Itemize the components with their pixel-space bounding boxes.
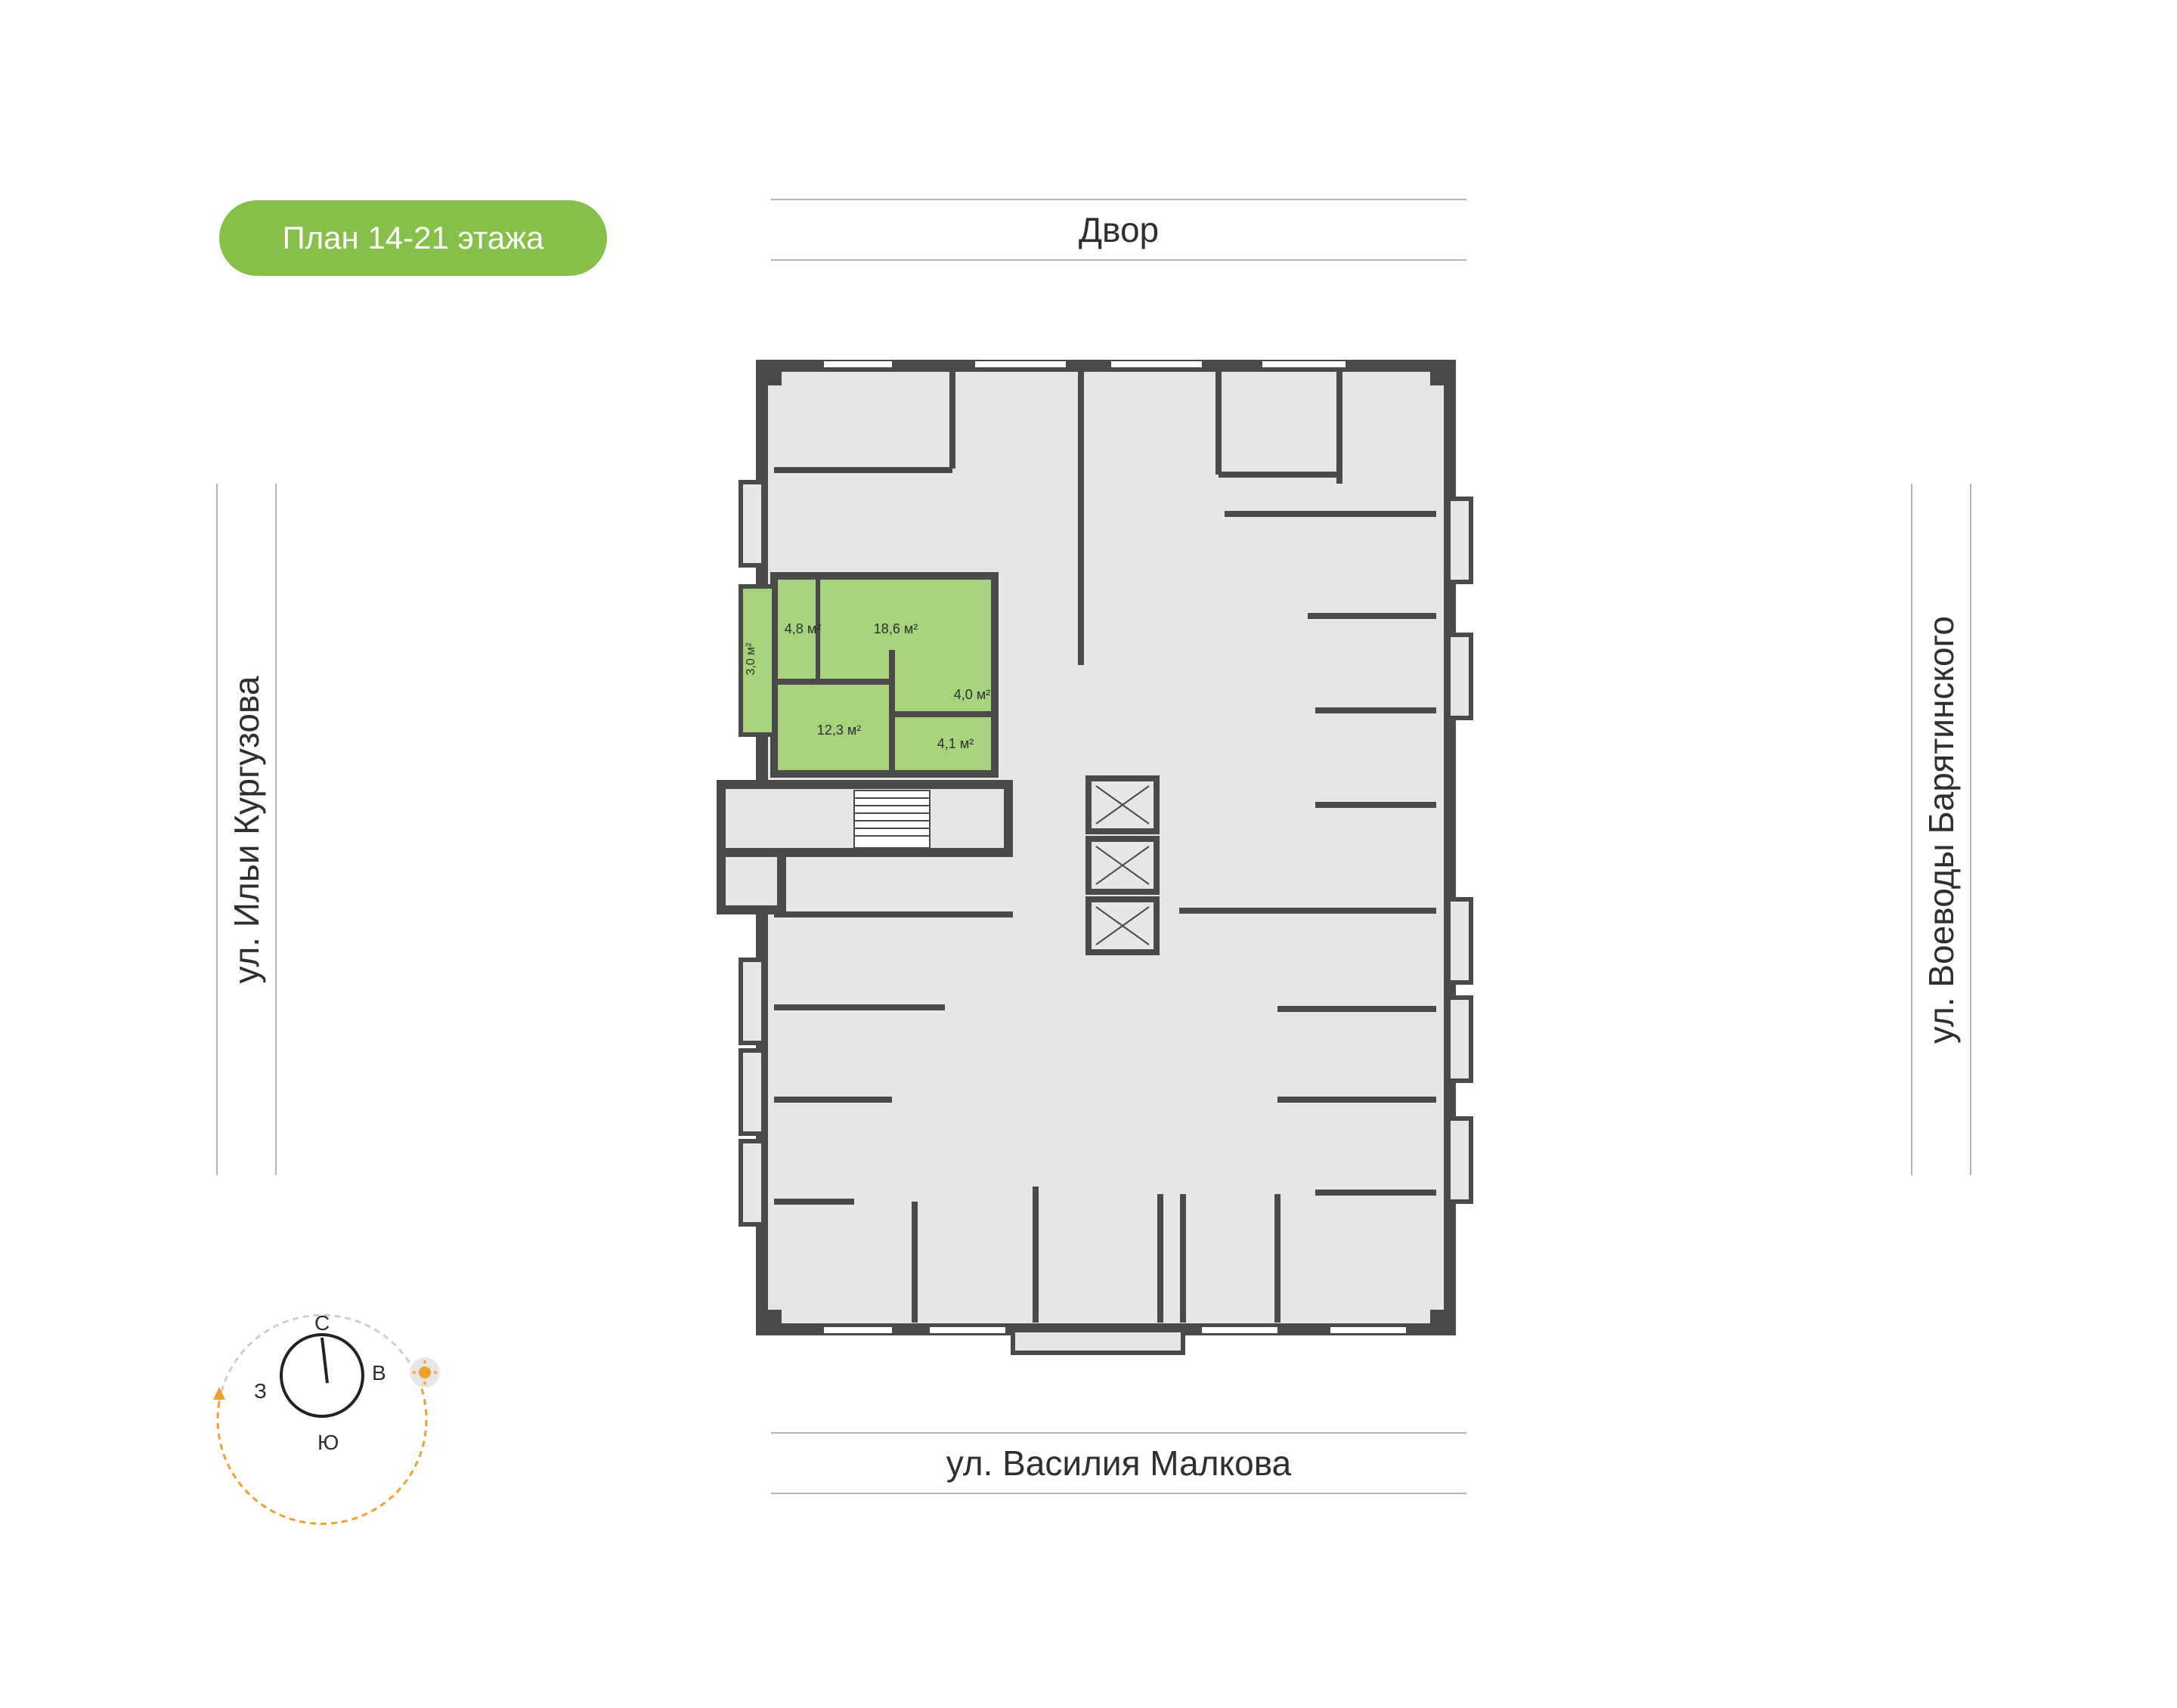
floor-plan-badge: План 14-21 этажа (219, 200, 607, 276)
elevator-cross (1095, 785, 1150, 945)
compass-north: С (314, 1311, 330, 1335)
room-area-label: 4,0 м² (954, 687, 990, 702)
highlighted-balcony (739, 584, 776, 737)
compass-east: В (372, 1361, 386, 1385)
staircase-steps (853, 790, 931, 849)
interior-walls (774, 372, 1436, 1323)
highlighted-apartment (770, 572, 999, 778)
street-top-label: Двор (1078, 210, 1160, 249)
room-area-label: 3,0 м² (745, 642, 757, 676)
top-windows (824, 361, 1346, 367)
street-top-courtyard: Двор (771, 199, 1466, 261)
compass-needle (321, 1337, 329, 1384)
entrance-vestibule (1011, 1328, 1185, 1355)
corner-post (760, 364, 782, 385)
room-area-label: 4,8 м² (785, 621, 821, 636)
room-area-label: 18,6 м² (874, 621, 918, 636)
street-left: ул. Ильи Кургузова (216, 484, 277, 1175)
bottom-windows (824, 1327, 1406, 1333)
street-bottom: ул. Василия Малкова (771, 1432, 1466, 1494)
corner-post (760, 1310, 782, 1331)
compass: С Ю З В (213, 1311, 440, 1525)
stair-core-lower (717, 848, 786, 914)
left-balconies (739, 480, 766, 1227)
corner-post (1430, 1310, 1451, 1331)
room-area-label: 4,1 м² (937, 736, 974, 751)
arrow-up-icon (213, 1387, 225, 1400)
right-balconies (1446, 497, 1473, 1204)
room-area-label: 12,3 м² (817, 722, 861, 738)
compass-west: З (254, 1379, 267, 1403)
corner-post (1430, 364, 1451, 385)
compass-ring (280, 1333, 364, 1418)
compass-south: Ю (317, 1431, 339, 1454)
street-right: ул. Воеводы Барятинского (1911, 484, 1971, 1175)
street-bottom-label: ул. Василия Малкова (946, 1443, 1292, 1483)
